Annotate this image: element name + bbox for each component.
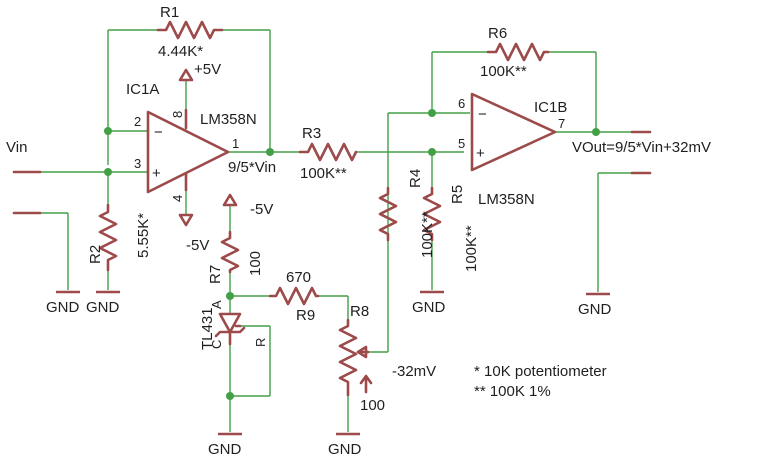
ic1b-opamp (470, 92, 557, 172)
r2-value: 5.55K* (135, 213, 152, 258)
gnd-left-2: GND (86, 299, 120, 316)
r9-value: 670 (286, 269, 311, 286)
r5-value: 100K** (463, 225, 480, 272)
r4-value: 100K** (419, 211, 436, 258)
vout-label: VOut=9/5*Vin+32mV (572, 139, 711, 156)
tl431-label: TL431 (199, 307, 216, 350)
pin2-label: 2 (134, 114, 141, 129)
supply-symbols (178, 68, 238, 227)
minus5v-top: -5V (250, 201, 273, 218)
r6-name: R6 (488, 25, 507, 42)
pin1-label: 1 (232, 136, 239, 151)
r8-value: 100 (360, 397, 385, 414)
gnd-tl431: GND (208, 441, 242, 458)
junctions (104, 109, 600, 400)
r2-resistor (98, 203, 118, 272)
note-resistor: ** 100K 1% (474, 383, 551, 400)
out1-label: 9/5*Vin (228, 159, 276, 176)
vin-label: Vin (6, 139, 27, 156)
tl431-cathode: C (209, 340, 224, 349)
r1-name: R1 (160, 4, 179, 21)
terminal-pins (12, 130, 652, 215)
pin3-label: 3 (134, 156, 141, 171)
gnd-right: GND (578, 301, 612, 318)
ic1a-minus: − (154, 124, 163, 141)
note-potentiometer: * 10K potentiometer (474, 363, 607, 380)
r5-name: R5 (449, 185, 466, 204)
pin4-label: 4 (170, 195, 185, 202)
ic1b-minus: − (478, 106, 487, 123)
tl431-regulator (214, 312, 246, 346)
ic1b-part: LM358N (478, 191, 535, 208)
ic1a-opamp (146, 108, 230, 194)
r5-resistor (422, 186, 442, 242)
pin7-label: 7 (558, 116, 565, 131)
pin6-label: 6 (458, 96, 465, 111)
ic1b-name: IC1B (534, 99, 567, 116)
r8-potentiometer (338, 318, 373, 397)
r7-value: 100 (247, 251, 264, 276)
ic1a-name: IC1A (126, 81, 159, 98)
ic1a-part: LM358N (200, 111, 257, 128)
pin5-label: 5 (458, 136, 465, 151)
r1-value: 4.44K* (158, 43, 203, 60)
gnd-r5: GND (412, 299, 446, 316)
r7-resistor (220, 230, 240, 274)
r3-name: R3 (302, 125, 321, 142)
r1-resistor (156, 20, 224, 40)
r4-resistor (378, 186, 398, 242)
ic1a-plus: + (152, 165, 161, 182)
r4-name: R4 (407, 169, 424, 188)
pin8-label: 8 (170, 111, 185, 118)
r9-resistor (268, 286, 320, 306)
ground-symbols (56, 290, 610, 436)
minus5v-left: -5V (186, 237, 209, 254)
tl431-anode: A (209, 300, 224, 309)
neg32mv-label: -32mV (392, 363, 436, 380)
r3-resistor (298, 142, 358, 162)
r8-name: R8 (350, 303, 369, 320)
labels: R1 4.44K* +5V IC1A 8 LM358N Vin 2 − 3 + … (6, 4, 711, 458)
ic1b-plus: + (476, 145, 485, 162)
r7-name: R7 (207, 265, 224, 284)
plus5v-label: +5V (194, 61, 221, 78)
r3-value: 100K** (300, 165, 347, 182)
r6-resistor (486, 42, 550, 62)
tl431-ref: R (253, 338, 268, 347)
wires (40, 29, 632, 432)
r6-value: 100K** (480, 63, 527, 80)
gnd-left-1: GND (46, 299, 80, 316)
r9-name: R9 (296, 307, 315, 324)
gnd-r8: GND (328, 441, 362, 458)
r2-name: R2 (87, 245, 104, 264)
